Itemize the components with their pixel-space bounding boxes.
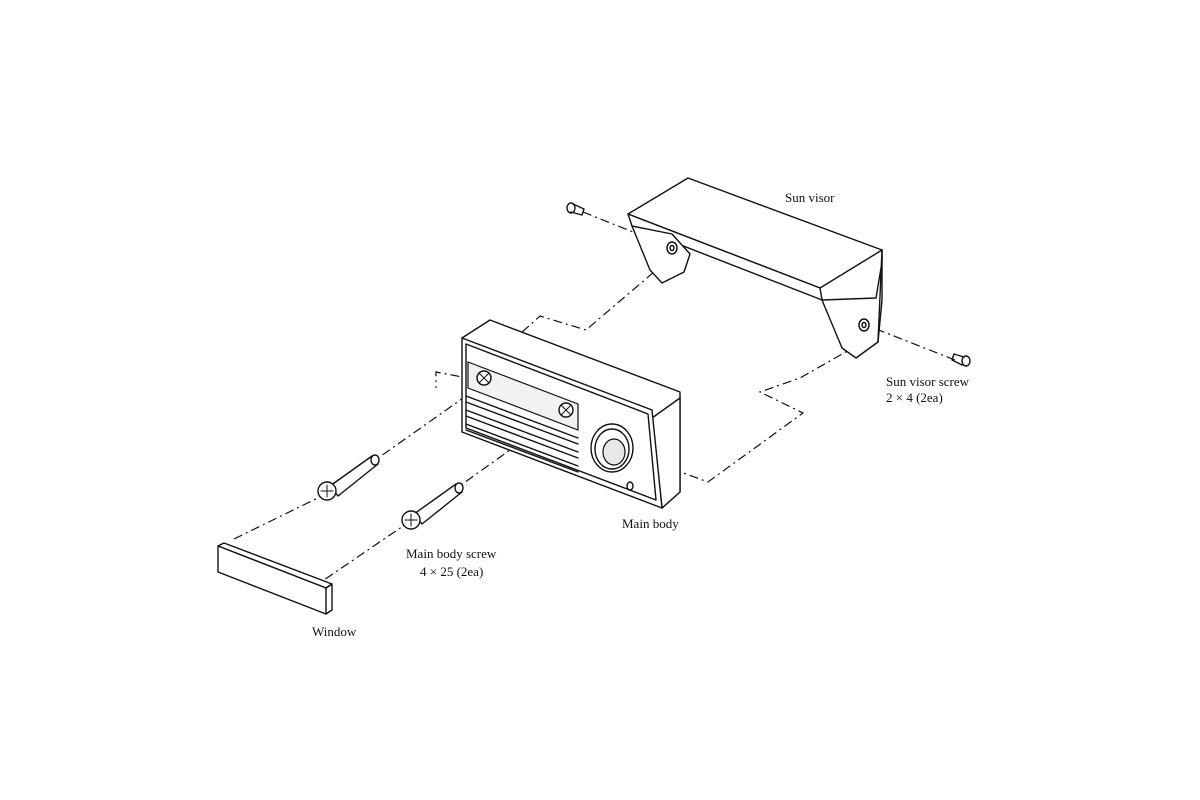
main-body-screw-label: Main body screw xyxy=(406,546,497,561)
main-body-indicator xyxy=(626,481,634,491)
guide-line-right-hole-to-body xyxy=(663,344,859,483)
main-body-part xyxy=(461,319,681,509)
sun-visor-left-hole-inner xyxy=(669,244,675,252)
window-label: Window xyxy=(312,624,357,639)
sun-visor-right-hole xyxy=(858,318,870,332)
sun-visor-right-flange xyxy=(821,249,883,359)
sun-visor-right-back-edge xyxy=(877,249,883,343)
window-part xyxy=(217,542,333,615)
main-body-vent-slots xyxy=(465,395,579,473)
sun-visor-left-flange xyxy=(631,225,691,284)
main-body-label: Main body xyxy=(622,516,679,531)
guide-line-visor-to-body xyxy=(519,259,669,335)
main-body-screw-lower xyxy=(401,482,464,530)
sun-visor-screw-label: Sun visor screw xyxy=(886,374,970,389)
sun-visor-right-hole-inner xyxy=(861,321,867,329)
sun-visor-screw-right xyxy=(951,353,971,367)
guide-line-screw-1 xyxy=(231,383,484,541)
sun-visor-screw-left xyxy=(566,202,585,216)
main-body-screw-spec: 4 × 25 (2ea) xyxy=(420,564,484,579)
main-body-lens xyxy=(590,423,634,473)
sun-visor-screw-spec: 2 × 4 (2ea) xyxy=(886,390,943,405)
sun-visor-left-hole xyxy=(666,241,678,255)
main-body-screw-upper xyxy=(317,454,380,501)
sun-visor-part xyxy=(627,177,883,359)
guide-line-right-visor-screw xyxy=(865,324,956,361)
main-body-window-recess xyxy=(467,361,579,431)
sun-visor-label: Sun visor xyxy=(785,190,835,205)
